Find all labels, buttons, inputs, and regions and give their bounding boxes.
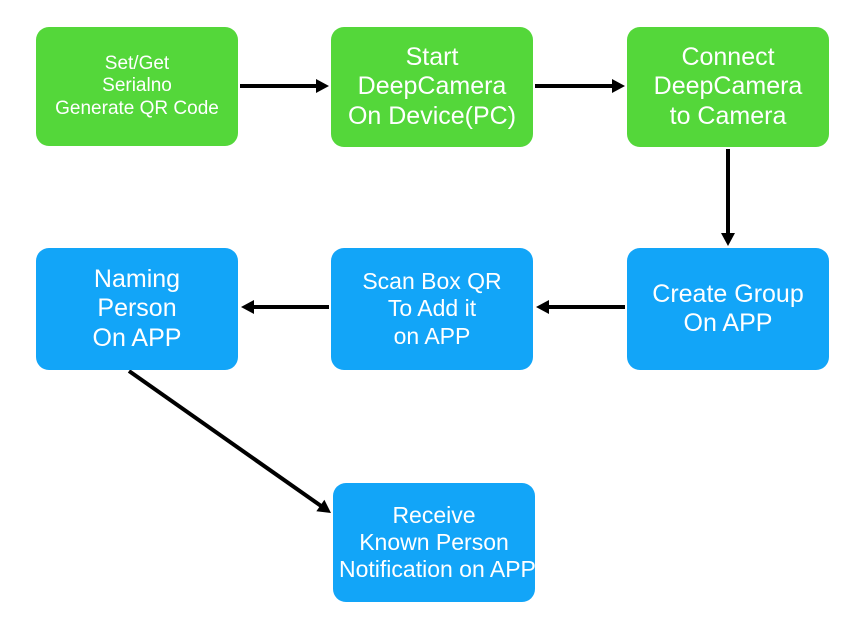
flow-node-label-line: On APP	[683, 309, 773, 337]
flow-node-label-line: On Device(PC)	[347, 101, 517, 130]
arrow-head	[721, 233, 735, 246]
flow-node-label-line: On APP	[92, 323, 182, 352]
flow-node-label-line: Create Group	[652, 279, 804, 308]
flow-node-label-line: Notification on APP	[339, 556, 536, 583]
flow-node-label-line: Known Person	[359, 528, 509, 555]
flow-arrow-edge-connect-to-group	[721, 149, 735, 246]
flow-node-label-line: Start	[405, 42, 459, 71]
flow-node-label-line: Receive	[392, 501, 476, 528]
flow-arrow-edge-start-to-connect	[535, 79, 625, 93]
flow-node-label-line: Connect	[681, 42, 775, 71]
flow-arrow-edge-naming-to-receive	[127, 369, 331, 513]
flow-node-label-line: Scan Box QR	[362, 268, 502, 295]
flow-node-label-line: on APP	[393, 322, 471, 349]
flow-arrow-edge-group-to-scan	[536, 300, 625, 314]
flow-node-label-line: DeepCamera	[357, 72, 507, 101]
flow-node-label-line: To Add it	[387, 295, 477, 322]
arrow-head	[536, 300, 549, 314]
flow-node-label-line: Generate QR Code	[55, 97, 219, 119]
arrow-head	[241, 300, 254, 314]
arrow-shaft	[127, 369, 324, 509]
arrow-head	[316, 79, 329, 93]
arrow-head	[612, 79, 625, 93]
flow-node-label-line: Naming	[93, 264, 181, 293]
flow-node-label-line: DeepCamera	[653, 72, 803, 101]
flow-node-label-line: to Camera	[669, 101, 787, 130]
flow-node-label-line: Set/Get	[104, 52, 170, 74]
flow-arrow-edge-scan-to-naming	[241, 300, 329, 314]
flow-node-label-line: Serialno	[102, 75, 172, 97]
flow-arrow-edge-serialno-to-start	[240, 79, 329, 93]
flow-node-label-line: Person	[97, 294, 177, 323]
arrow-head	[316, 499, 331, 513]
